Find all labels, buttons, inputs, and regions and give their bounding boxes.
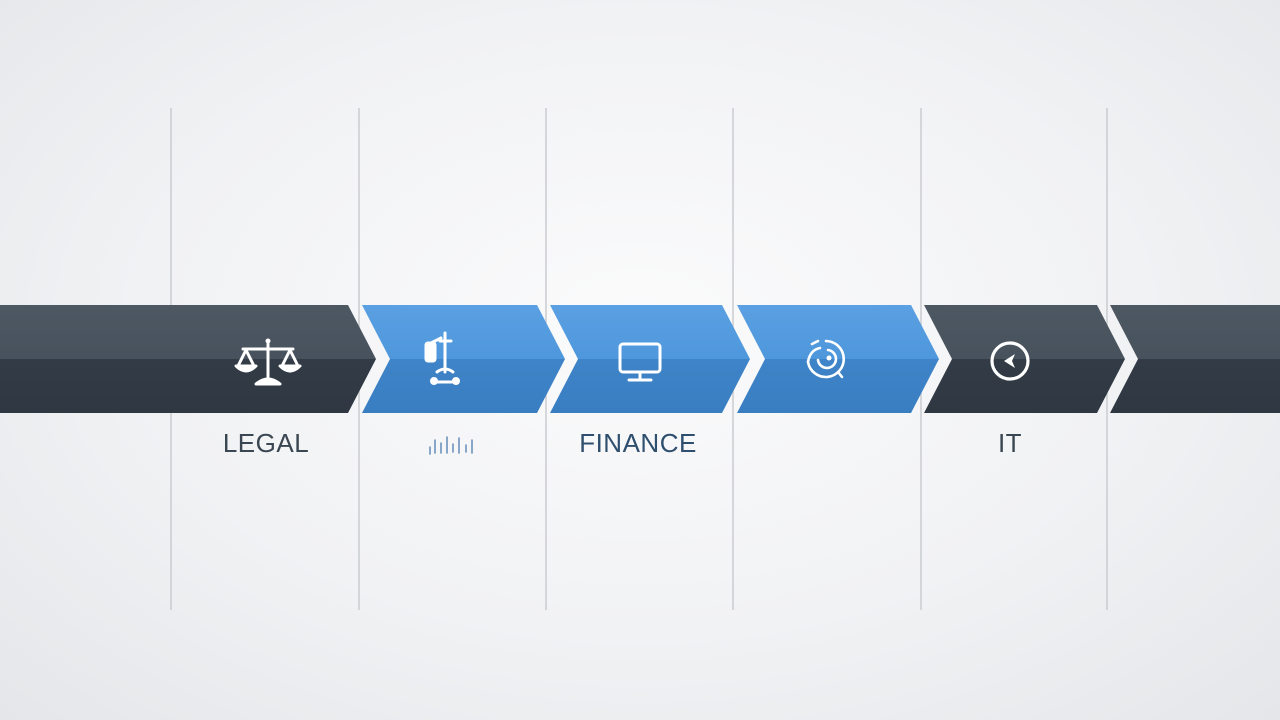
stage-chevron-legal[interactable]: [0, 305, 376, 413]
chevron-band: [0, 305, 1280, 413]
stage-chevron-6[interactable]: [1110, 305, 1280, 413]
scales-icon: [234, 338, 302, 386]
stage-chevron-finance[interactable]: [550, 305, 750, 413]
stage-chevron-it[interactable]: [924, 305, 1125, 413]
monitor-icon: [618, 342, 662, 382]
stage-chevron-2[interactable]: [362, 305, 565, 413]
swirl-icon: [806, 339, 846, 379]
stage-label-it: IT: [998, 428, 1022, 458]
glyph-mark: [429, 436, 473, 455]
stage-chevron-4[interactable]: [737, 305, 939, 413]
microscope-icon: [424, 331, 460, 385]
compass-icon: [990, 341, 1030, 381]
stage-label-legal: LEGAL: [223, 428, 309, 458]
stage-label-finance: FINANCE: [579, 428, 697, 458]
